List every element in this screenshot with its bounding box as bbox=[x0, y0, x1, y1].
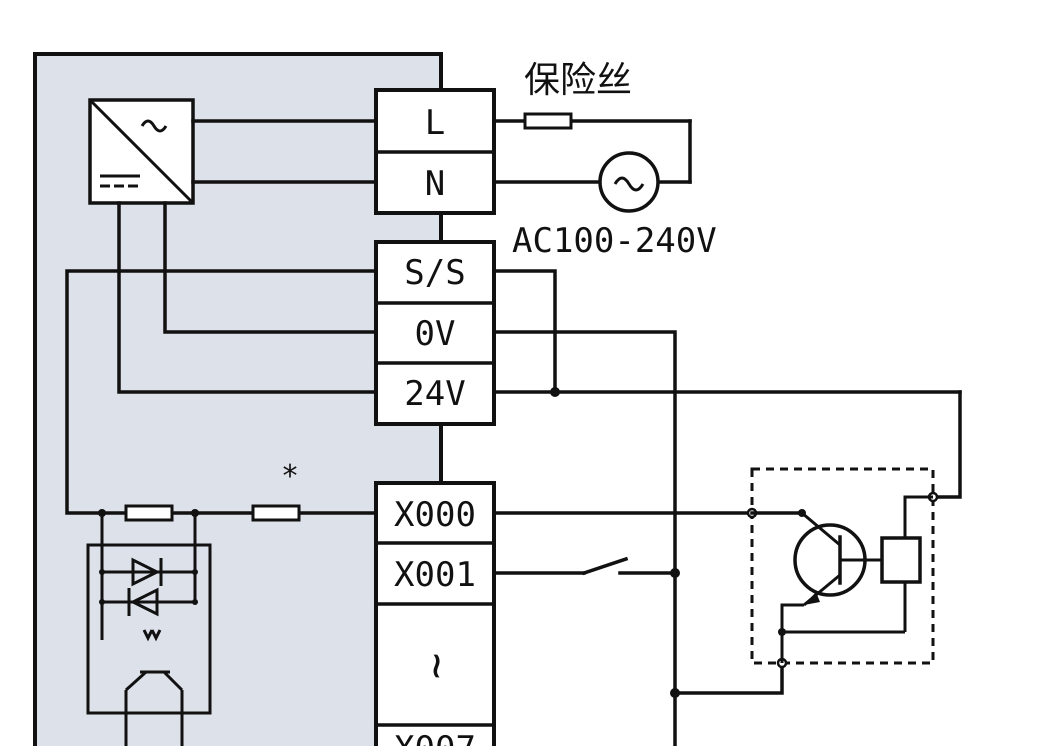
ac-source-icon bbox=[598, 151, 660, 213]
terminal-tilde: ~ bbox=[412, 653, 463, 680]
terminal-X001: X001 bbox=[394, 555, 476, 595]
fuse-label: 保险丝 bbox=[524, 60, 632, 101]
terminal-block-inputs bbox=[374, 481, 496, 746]
terminal-L: L bbox=[425, 103, 445, 143]
coil-icon bbox=[880, 495, 933, 632]
transistor-icon bbox=[750, 509, 905, 663]
terminal-X000: X000 bbox=[394, 495, 476, 535]
terminal-S-S: S/S bbox=[404, 253, 465, 293]
input-resistor-mark: * bbox=[283, 459, 298, 494]
input-resistor-icon bbox=[251, 504, 301, 522]
switch-icon bbox=[581, 556, 629, 576]
fuse-icon bbox=[523, 112, 573, 130]
terminal-0V: 0V bbox=[415, 314, 456, 354]
junction-0v-x001 bbox=[670, 568, 680, 578]
ac-voltage-label: AC100-240V bbox=[512, 221, 717, 261]
junction-0v-sensor bbox=[670, 688, 680, 698]
external-wiring bbox=[492, 269, 962, 746]
terminal-block-dc bbox=[374, 240, 496, 426]
terminal-N: N bbox=[425, 164, 445, 204]
terminal-block-power bbox=[374, 88, 496, 215]
internal-wiring bbox=[65, 119, 378, 515]
power-supply-icon bbox=[88, 98, 195, 205]
terminal-24V: 24V bbox=[404, 374, 465, 414]
terminal-X007: X007 bbox=[394, 729, 476, 746]
optocoupler-icon bbox=[86, 504, 212, 746]
ac-supply-wiring bbox=[492, 119, 692, 184]
junction-24v bbox=[550, 387, 560, 397]
